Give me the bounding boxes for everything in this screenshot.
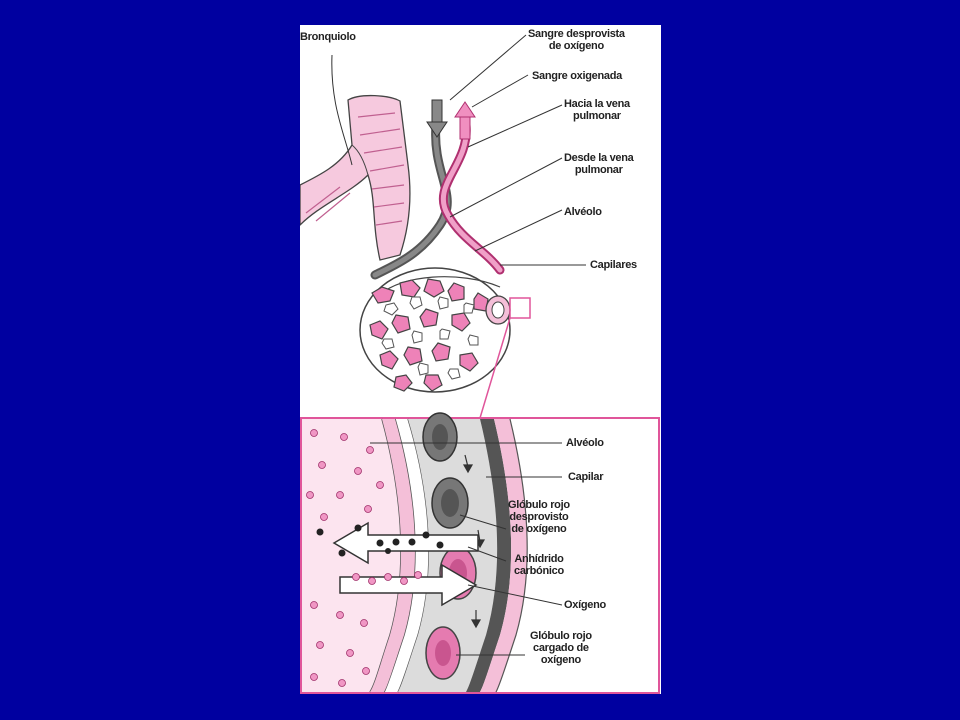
label-bronquiolo: Bronquiolo [300,31,356,43]
label-sangre-oxigenada: Sangre oxigenada [532,70,622,82]
label-globulo-cargado: Glóbulo rojo cargado de oxígeno [530,630,592,666]
o2-particles [306,429,422,687]
label-anhidrido: Anhídrido carbónico [514,553,564,577]
arrow-down-icon [426,99,448,138]
o2-arrow-icon [339,563,478,607]
zoom-connector [479,317,511,419]
co2-arrow-icon [332,521,479,565]
co2-particles [316,524,444,557]
alveolus-diagram: Bronquiolo Sangre desprovista de oxígeno… [300,25,661,694]
label-hacia-vena: Hacia la vena pulmonar [564,98,630,122]
bronchiole-tube [300,94,411,261]
label-capilares: Capilares [590,259,637,271]
blood-vessels [370,120,505,280]
label-globulo-desprovisto: Glóbulo rojo desprovisto de oxígeno [508,499,570,535]
label-oxigeno: Oxígeno [564,599,606,611]
top-leader-lines [331,34,586,266]
alveolus-space [302,419,402,692]
red-blood-cells-deoxygenated [422,412,469,529]
bottom-leader-lines [370,442,563,656]
arrow-up-icon [454,101,476,140]
label-sangre-desprovista: Sangre desprovista de oxígeno [528,28,625,52]
zoom-box [509,297,531,319]
label-alveolo-bottom: Alvéolo [566,437,604,449]
flow-arrows [462,454,486,629]
alveolus-cluster [359,267,511,393]
label-capilar: Capilar [568,471,604,483]
diagram-drawing [300,34,660,694]
label-desde-vena: Desde la vena pulmonar [564,152,634,176]
label-alveolo-top: Alvéolo [564,206,602,218]
